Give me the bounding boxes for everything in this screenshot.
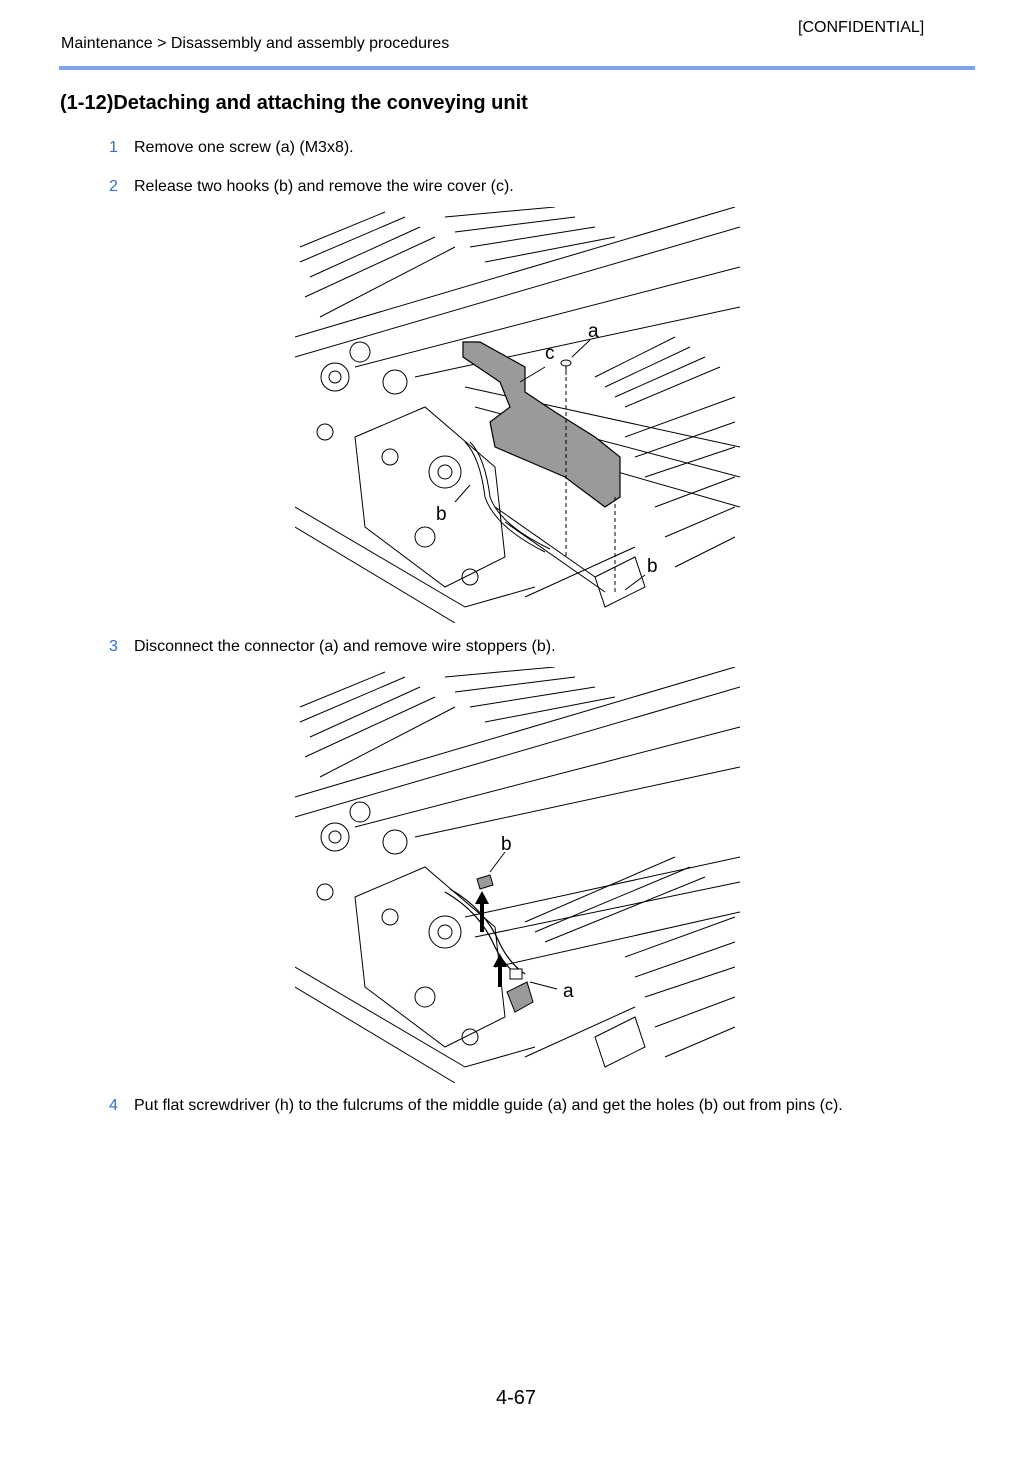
figure-connector-disconnect: b a — [295, 667, 740, 1083]
step-number: 1 — [109, 139, 118, 156]
step-text: Release two hooks (b) and remove the wir… — [134, 178, 514, 195]
page-number: 4-67 — [496, 1387, 537, 1409]
section-title: (1-12)Detaching and attaching the convey… — [60, 92, 528, 114]
wire-cover-illustration: a c b b — [295, 207, 740, 623]
step-number: 2 — [109, 178, 118, 195]
callout-a: a — [588, 321, 599, 342]
step-1: 1 Remove one screw (a) (M3x8). — [109, 139, 354, 157]
wire-cover-part — [462, 341, 621, 508]
callout-b-right: b — [647, 556, 658, 577]
step-3: 3 Disconnect the connector (a) and remove… — [109, 638, 556, 656]
step-text: Remove one screw (a) (M3x8). — [134, 139, 354, 156]
step-4: 4 Put flat screwdriver (h) to the fulcrum… — [109, 1097, 843, 1115]
step-text: Disconnect the connector (a) and remove … — [134, 638, 556, 655]
callout-b: b — [501, 834, 512, 855]
header-rule — [59, 66, 975, 70]
step-number: 4 — [109, 1097, 118, 1114]
callout-c: c — [545, 343, 555, 364]
figure-wire-cover-removal: a c b b — [295, 207, 740, 623]
breadcrumb: Maintenance > Disassembly and assembly p… — [61, 35, 450, 52]
connector-illustration: b a — [295, 667, 740, 1083]
step-text: Put flat screwdriver (h) to the fulcrums… — [134, 1097, 843, 1114]
confidential-label: [CONFIDENTIAL] — [798, 19, 925, 36]
callout-a: a — [563, 981, 574, 1002]
step-number: 3 — [109, 638, 118, 655]
callout-b-left: b — [436, 504, 447, 525]
step-2: 2 Release two hooks (b) and remove the wi… — [109, 178, 514, 196]
